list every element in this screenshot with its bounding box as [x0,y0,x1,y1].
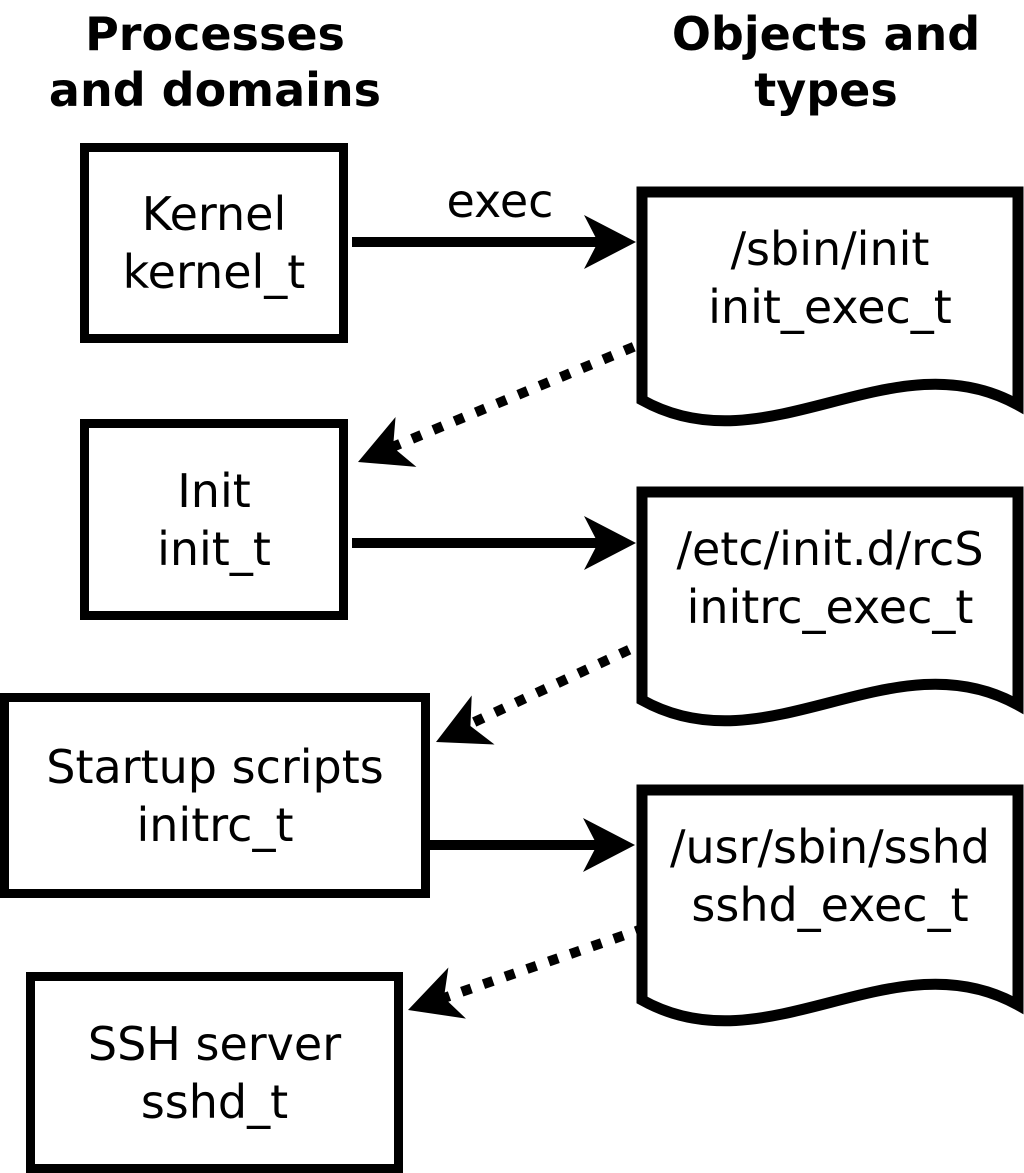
object-path: /usr/sbin/sshd [670,819,990,874]
dotted-arrow-sshd-exec-to-sshd [439,923,647,1004]
stealth-arrowhead-icon [584,516,636,570]
object-type: init_exec_t [708,279,952,334]
column-header-objects-line2: types [754,63,898,117]
object-type: initrc_exec_t [686,579,974,634]
process-label: Startup scripts [46,739,384,794]
process-box-kernel: Kernel kernel_t [80,143,348,343]
process-box-startup-scripts: Startup scripts initrc_t [0,693,430,898]
column-header-processes-line2: and domains [48,63,382,117]
process-label: SSH server [87,1016,342,1071]
stealth-arrowhead-icon [436,695,495,745]
stealth-arrowhead-icon [584,215,636,269]
arrow-label-exec: exec [446,174,554,228]
dotted-arrow-initrc-exec-to-initrc [465,635,653,730]
stealth-arrowhead-icon [583,818,635,872]
solid-arrows-group [352,237,600,850]
object-doc-init-exec-text: /sbin/init init_exec_t [642,205,1018,350]
process-domain: sshd_t [140,1074,289,1129]
document-shape-init-exec [636,186,1024,427]
dotted-arrow-init-exec-to-init [388,333,657,453]
process-domain: kernel_t [122,245,306,299]
solid-arrowheads-group [583,215,636,872]
stealth-arrowhead-icon [358,417,417,467]
object-doc-initrc-exec-text: /etc/init.d/rcS initrc_exec_t [642,505,1018,650]
process-domain: init_t [157,521,271,576]
document-shape-sshd-exec [636,784,1024,1027]
column-header-processes-line1: Processes [85,7,345,61]
process-label: Init [177,463,251,518]
process-box-init: Init init_t [80,419,348,620]
process-box-ssh-server: SSH server sshd_t [26,972,403,1173]
stealth-arrowhead-icon [408,967,466,1019]
object-path: /sbin/init [730,221,930,276]
column-header-objects: Objects and types [622,6,1024,118]
object-doc-sshd-exec-text: /usr/sbin/sshd sshd_exec_t [642,803,1018,948]
object-type: sshd_exec_t [691,877,969,932]
dotted-arrows-group [388,333,657,1004]
document-shape-initrc-exec [636,486,1024,727]
column-header-objects-line1: Objects and [671,7,981,61]
object-path: /etc/init.d/rcS [676,521,984,576]
dotted-arrowheads-group [358,417,495,1019]
document-shapes-group [636,186,1024,1027]
process-domain: initrc_t [136,797,294,852]
column-header-processes: Processes and domains [10,6,420,118]
process-label: Kernel [141,187,287,241]
